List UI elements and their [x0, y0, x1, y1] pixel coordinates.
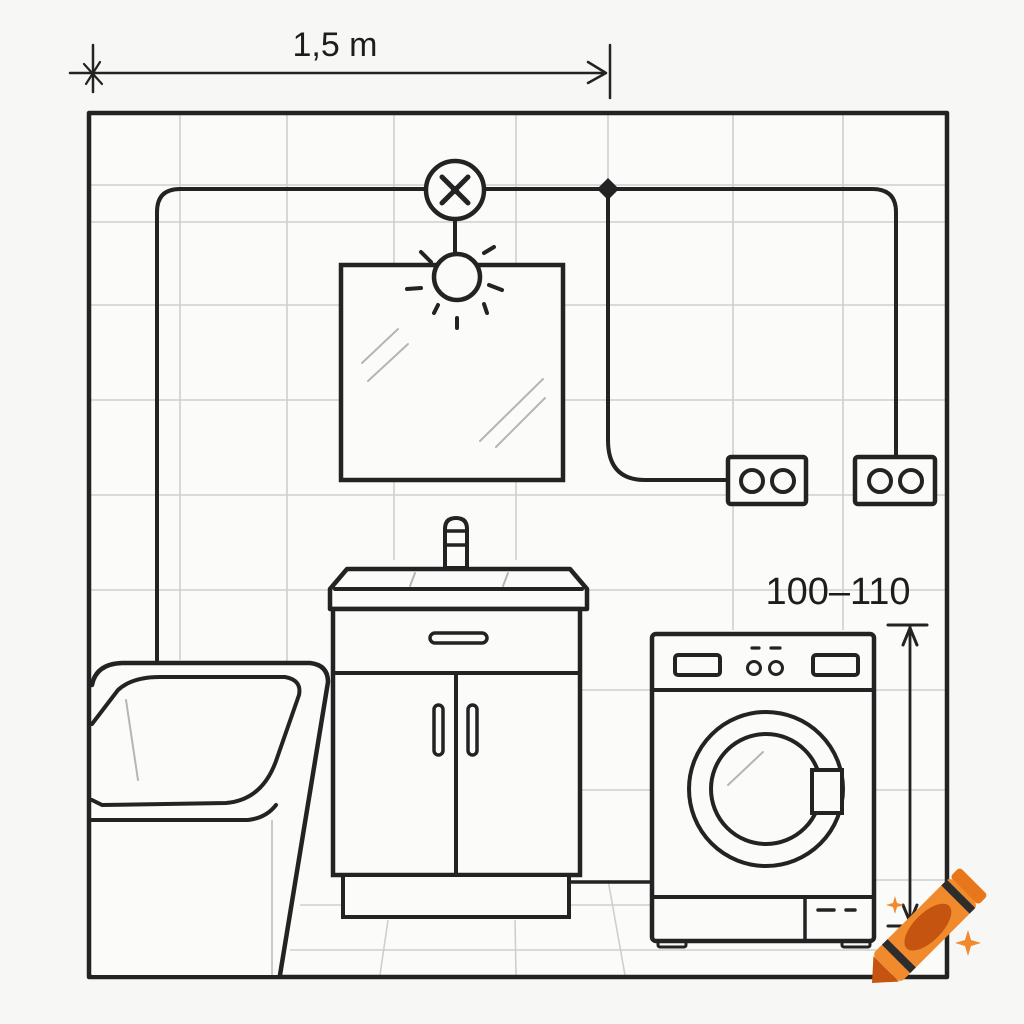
display-left	[673, 653, 722, 677]
display-right	[811, 653, 860, 677]
room-outline	[86, 110, 950, 980]
socket-right-icon	[852, 454, 938, 507]
drawer-handle	[428, 631, 489, 645]
width-dimension: 1,5 m	[68, 26, 612, 100]
height-dimension-label: 100–110	[765, 571, 910, 613]
door-handle-right	[466, 703, 479, 757]
mirror-light-icon	[405, 245, 504, 330]
door-latch	[810, 768, 844, 815]
socket-left-icon	[725, 454, 809, 507]
sparkle-icon	[955, 930, 981, 956]
sparkle-icon	[886, 896, 904, 914]
control-knob	[746, 660, 762, 676]
faucet-icon	[443, 515, 469, 570]
height-dimension: 100–110	[765, 571, 929, 928]
control-knob	[768, 660, 784, 676]
crayon-icon	[872, 868, 987, 983]
bathtub	[89, 660, 331, 978]
foot-right	[840, 939, 872, 949]
foot-left	[656, 939, 688, 949]
junction-node-icon	[597, 178, 619, 200]
junction-box-icon	[423, 158, 487, 222]
door-handle-left	[432, 703, 445, 757]
width-dimension-label: 1,5 m	[292, 26, 377, 64]
sink-vanity	[327, 515, 652, 919]
wiring	[155, 187, 898, 662]
washing-machine	[649, 631, 877, 949]
